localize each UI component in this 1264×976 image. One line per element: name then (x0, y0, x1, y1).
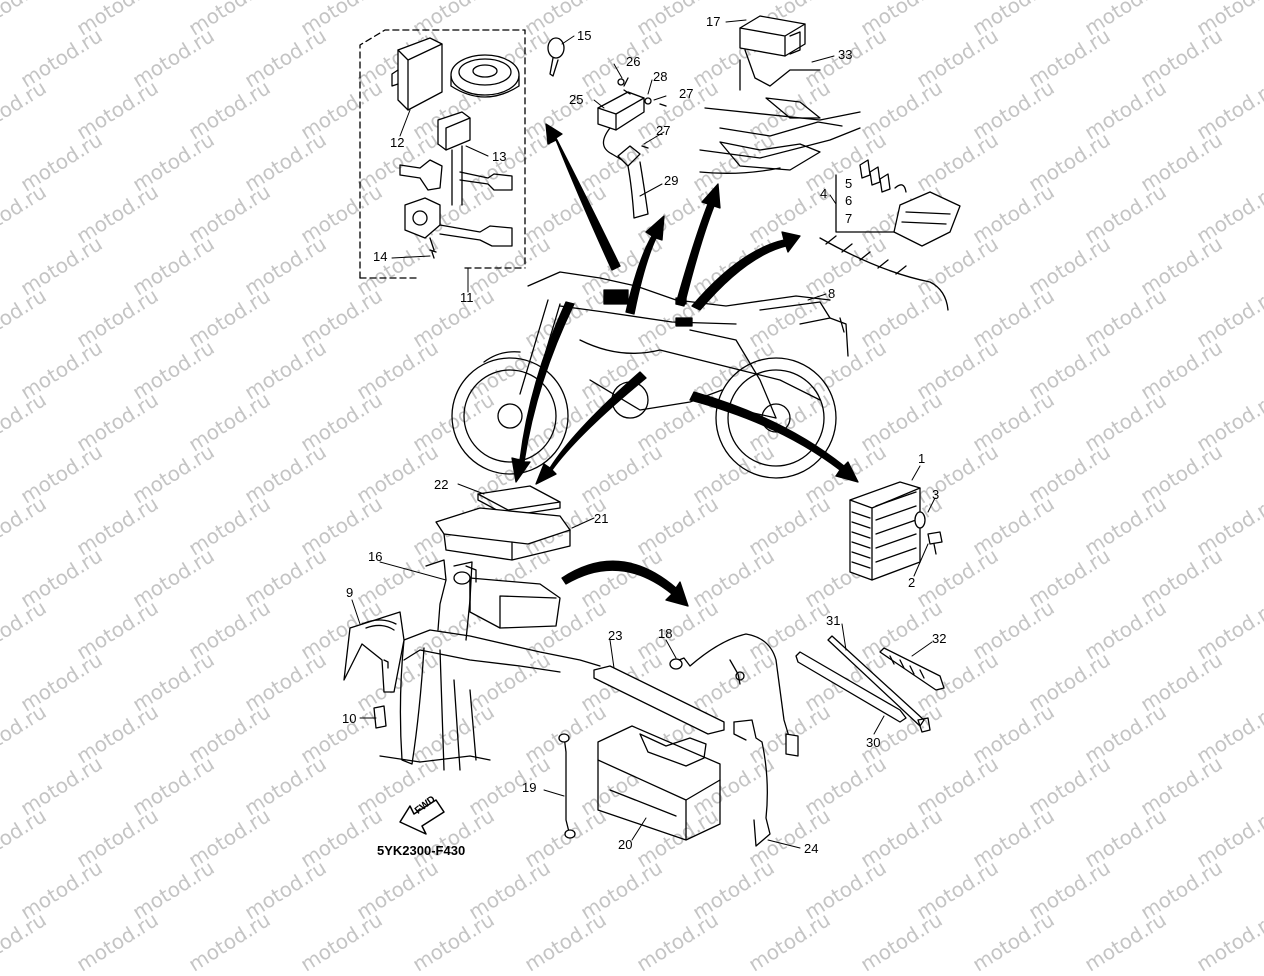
callout-15: 15 (577, 28, 592, 43)
kit-dashed-frame (359, 29, 526, 279)
callout-26: 26 (626, 54, 641, 69)
callout-17: 17 (706, 14, 721, 29)
callout-20: 20 (618, 837, 633, 852)
callout-16: 16 (368, 549, 383, 564)
callout-21: 21 (594, 511, 609, 526)
fuel-cap (450, 54, 520, 98)
callout-13: 13 (492, 149, 507, 164)
callout-5: 5 (845, 176, 853, 191)
callout-9: 9 (346, 585, 354, 600)
callout-27a: 27 (679, 86, 694, 101)
cable-ties (795, 635, 945, 733)
callout-19: 19 (522, 780, 537, 795)
callout-2: 2 (908, 575, 916, 590)
fwd-arrow-icon (399, 799, 445, 835)
main-switch (399, 111, 513, 206)
callout-8: 8 (828, 286, 836, 301)
motorcycle (451, 271, 849, 479)
fuse-box (819, 159, 961, 311)
callout-29: 29 (664, 173, 679, 188)
battery-cables (558, 633, 799, 847)
battery (597, 725, 721, 841)
callout-3: 3 (932, 487, 940, 502)
battery-cover (435, 485, 571, 561)
seat-lock (404, 197, 513, 251)
pointer-arrows (511, 123, 859, 607)
rectifier-regulator (849, 481, 943, 581)
callout-27b: 27 (656, 123, 671, 138)
leader-lines (351, 19, 936, 849)
callout-32: 32 (932, 631, 947, 646)
ignition-key (547, 37, 565, 77)
callout-23: 23 (608, 628, 623, 643)
diagram-art (343, 15, 961, 849)
ignition-kit-group (359, 29, 526, 279)
callout-12: 12 (390, 135, 405, 150)
relay-bracket (699, 15, 861, 174)
callout-30: 30 (866, 735, 881, 750)
callout-11: 11 (460, 290, 474, 305)
callout-25: 25 (569, 92, 584, 107)
document-code: 5YK2300-F430 (377, 843, 466, 858)
side-bracket (343, 611, 405, 729)
ignition-coil (597, 77, 667, 219)
callout-14: 14 (373, 249, 388, 264)
kit-dashed-frame-bottom (359, 267, 526, 279)
callout-31: 31 (826, 613, 841, 628)
battery-band (593, 665, 725, 735)
callout-24: 24 (804, 841, 819, 856)
ecu-unit (391, 37, 443, 111)
callout-1: 1 (918, 451, 926, 466)
callout-10: 10 (342, 711, 357, 726)
callout-6: 6 (845, 193, 853, 208)
callout-7: 7 (845, 211, 853, 226)
callout-22: 22 (434, 477, 449, 492)
callout-28: 28 (653, 69, 668, 84)
callout-33: 33 (838, 47, 853, 62)
screw-14 (429, 249, 437, 259)
battery-holder-frame (379, 559, 601, 771)
callout-18: 18 (658, 626, 673, 641)
callout-4: 4 (820, 186, 828, 201)
